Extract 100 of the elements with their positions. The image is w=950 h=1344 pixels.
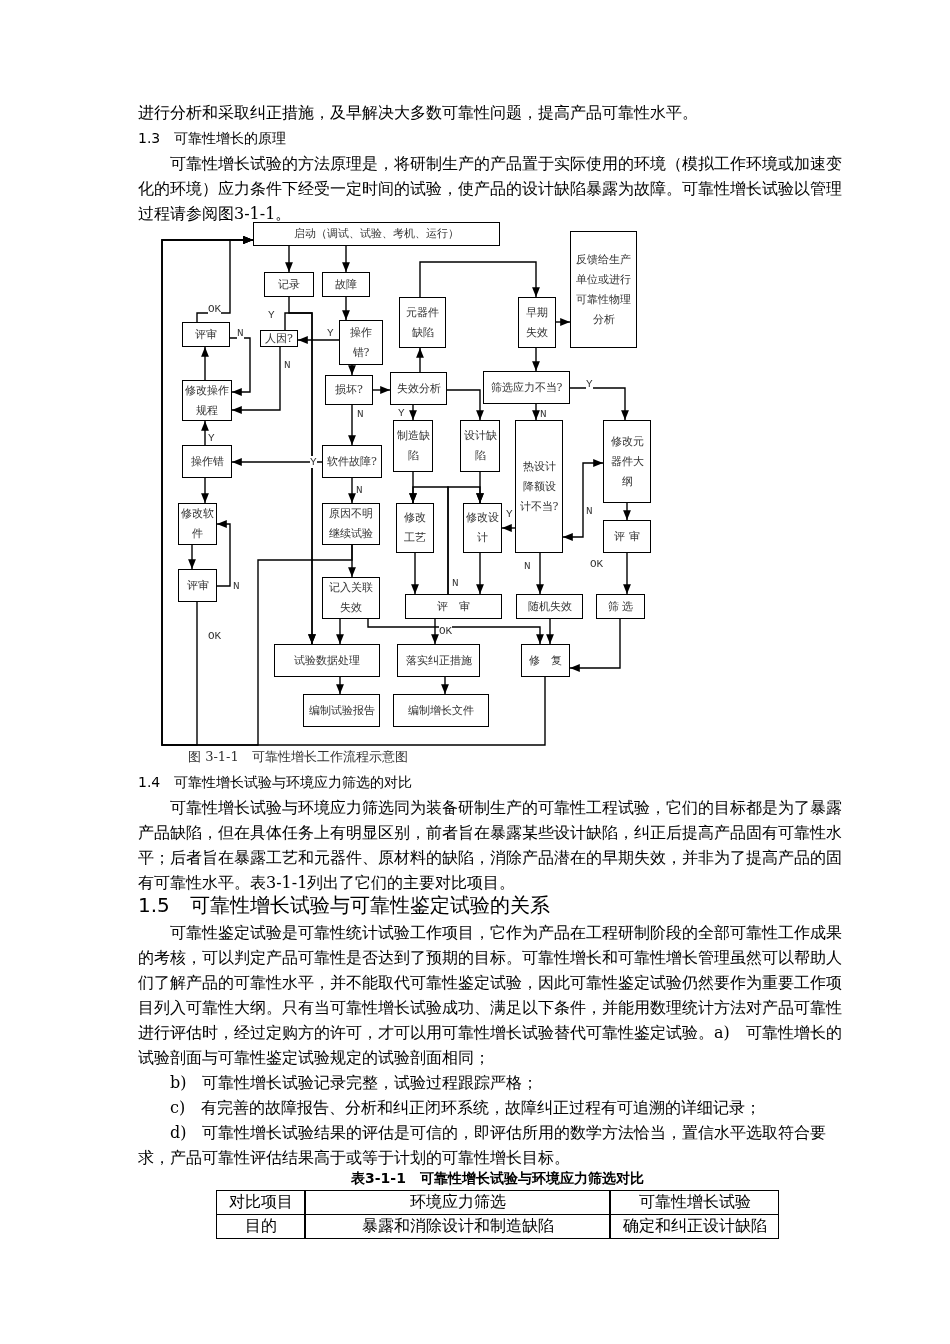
edge-label: N bbox=[540, 408, 547, 420]
table-cell: 可靠性增长试验 bbox=[610, 1190, 779, 1215]
paragraph: 可靠性增长试验与环境应力筛选同为装备研制生产的可靠性工程试验，它们的目标都是为了暴露产品缺陷，但在具体任务上有明显区别，前者旨在暴露某些设计缺陷，纠正后提高产品固有可靠性水平；后者旨在暴露工艺和元器件、原材料的缺陷，消除产品潜在的早期失效，并非为了提高产品的固有可靠性水平。表3-1-1列出了它们的主要对比项目。 bbox=[138, 797, 843, 894]
arrow bbox=[297, 336, 340, 344]
edge-label: Y bbox=[398, 407, 405, 419]
arrow bbox=[201, 346, 209, 381]
paragraph: 可靠性增长试验的方法原理是，将研制生产的产品置于实际使用的环境（模拟工作环境或加速变化的环境）应力条件下经受一定时间的试验，使产品的设计缺陷暴露为故障。可靠性增长试验以管理过程请参阅图3-1-1。 bbox=[138, 153, 843, 225]
arrow bbox=[336, 676, 344, 695]
figure-caption: 图 3-1-1 可靠性增长工作流程示意图 bbox=[188, 748, 408, 766]
table-title: 表3-1-1 可靠性增长试验与环境应力筛选对比 bbox=[350, 1169, 645, 1188]
arrow bbox=[231, 458, 323, 466]
arrow bbox=[372, 386, 391, 394]
process-box: 筛 选 bbox=[596, 594, 645, 619]
arrow bbox=[188, 544, 196, 570]
edge-label: N bbox=[356, 484, 363, 496]
edge-label: OK bbox=[439, 625, 453, 637]
edge-label: N bbox=[233, 580, 240, 592]
section-heading: 1.5 可靠性增长试验与可靠性鉴定试验的关系 bbox=[138, 892, 551, 919]
process-box: 筛选应力不当? bbox=[483, 371, 570, 404]
arrow bbox=[532, 347, 540, 372]
arrow bbox=[441, 676, 449, 695]
arrow bbox=[546, 618, 554, 645]
process-box: 元器件缺陷 bbox=[399, 297, 446, 348]
edge-label: Y bbox=[327, 327, 334, 339]
table-cell: 确定和纠正设计缺陷 bbox=[610, 1214, 779, 1239]
process-box: 操作错 bbox=[182, 445, 232, 478]
arrow bbox=[569, 618, 621, 672]
process-box: 人因? bbox=[260, 330, 298, 347]
process-box: 软件故障? bbox=[322, 445, 382, 478]
edge-label: OK bbox=[590, 558, 604, 570]
arrow bbox=[284, 312, 316, 645]
table-cell: 对比项目 bbox=[216, 1190, 305, 1215]
paragraph: b) 可靠性增长试验记录完整，试验过程跟踪严格； bbox=[169, 1072, 540, 1094]
process-box: 修 复 bbox=[521, 644, 570, 677]
process-box: 早期失效 bbox=[518, 297, 556, 348]
arrow bbox=[446, 389, 484, 421]
process-box: 记录 bbox=[264, 272, 314, 297]
table-cell: 目的 bbox=[216, 1214, 305, 1239]
process-box: 编制增长文件 bbox=[393, 694, 489, 727]
arrow bbox=[201, 420, 209, 446]
edge-label: N bbox=[524, 560, 531, 572]
arrow bbox=[231, 346, 281, 414]
arrow bbox=[623, 502, 631, 521]
edge-label: Y bbox=[506, 508, 513, 520]
arrow bbox=[161, 236, 546, 746]
paragraph: 进行分析和采取纠正措施，及早解决大多数可靠性问题，提高产品可靠性水平。 bbox=[138, 102, 699, 124]
arrow bbox=[367, 618, 544, 645]
arrow bbox=[229, 337, 251, 396]
arrow bbox=[348, 404, 356, 446]
arrow bbox=[555, 318, 571, 326]
arrow bbox=[501, 524, 516, 532]
process-box: 制造缺陷 bbox=[393, 420, 433, 472]
process-box: 失效分析 bbox=[390, 372, 447, 405]
process-box: 修改操作规程 bbox=[182, 380, 232, 421]
table-cell: 环境应力筛选 bbox=[305, 1190, 610, 1215]
arrow bbox=[348, 477, 356, 504]
process-box: 评审 bbox=[178, 569, 217, 602]
process-box: 损坏? bbox=[325, 375, 373, 405]
arrow bbox=[447, 486, 484, 595]
process-box: 评 审 bbox=[603, 520, 651, 553]
process-box: 反馈给生产单位或进行可靠性物理分析 bbox=[570, 231, 637, 348]
process-box: 故障 bbox=[322, 272, 370, 297]
process-box: 修改软件 bbox=[178, 503, 217, 545]
process-box: 评 审 bbox=[405, 594, 502, 619]
arrow bbox=[536, 552, 544, 595]
arrow bbox=[342, 245, 350, 273]
edge-label: Y bbox=[208, 432, 215, 444]
edge-label: OK bbox=[208, 630, 222, 642]
arrow bbox=[342, 296, 350, 321]
double-arrow bbox=[562, 459, 604, 541]
edge-label: N bbox=[586, 505, 593, 517]
process-box: 启动（调试、试验、考机、运行） bbox=[253, 222, 500, 246]
process-box: 操作错? bbox=[339, 320, 383, 365]
process-box: 修改元器件大纲 bbox=[603, 420, 651, 503]
arrow bbox=[411, 552, 419, 595]
process-box: 修改设计 bbox=[463, 503, 502, 553]
table-cell: 暴露和消除设计和制造缺陷 bbox=[305, 1214, 610, 1239]
process-box: 原因不明继续试验 bbox=[322, 503, 380, 545]
edge-label: N bbox=[357, 408, 364, 420]
arrow bbox=[416, 347, 424, 373]
edge-label: Y bbox=[310, 456, 317, 468]
process-box: 热设计降额设计不当? bbox=[515, 420, 563, 553]
process-box: 落实纠正措施 bbox=[397, 644, 480, 677]
process-box: 修改工艺 bbox=[396, 503, 434, 553]
arrow bbox=[431, 618, 439, 645]
arrow bbox=[348, 364, 356, 376]
process-box: 设计缺陷 bbox=[460, 420, 500, 472]
paragraph: d) 可靠性增长试验结果的评估是可信的，即评估所用的数学方法恰当，置信水平选取符合要求，产品可靠性评估结果高于或等于计划的可靠性增长目标。 bbox=[138, 1122, 828, 1169]
arrow bbox=[348, 544, 356, 578]
edge-label: N bbox=[284, 359, 291, 371]
edge-label: Y bbox=[268, 309, 275, 321]
process-box: 试验数据处理 bbox=[274, 644, 380, 677]
process-box: 随机失效 bbox=[516, 594, 583, 619]
process-box: 记入关联失效 bbox=[322, 577, 380, 619]
edge-label: Y bbox=[586, 378, 593, 390]
arrow bbox=[336, 618, 344, 645]
edge-label: N bbox=[452, 577, 459, 589]
section-heading: 1.4 可靠性增长试验与环境应力筛选的对比 bbox=[138, 773, 414, 792]
arrow bbox=[476, 552, 484, 595]
edge-label: OK bbox=[208, 303, 222, 315]
